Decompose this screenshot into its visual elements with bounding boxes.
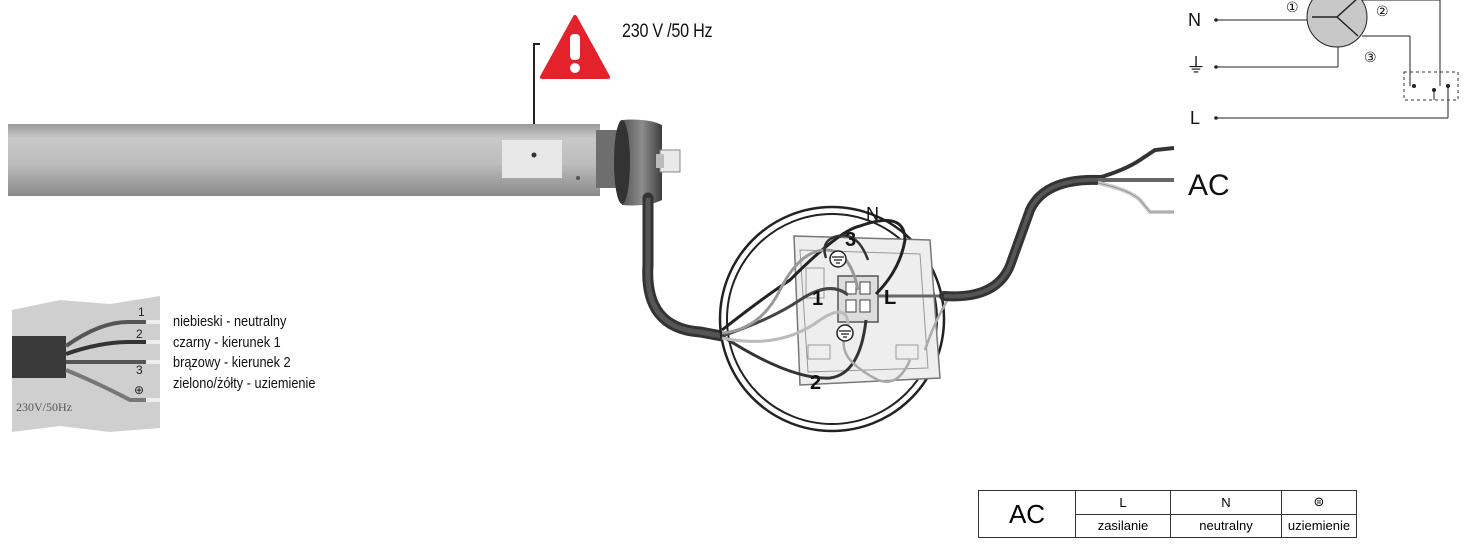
ac-table-value-earth: uziemienie [1281,513,1357,538]
earth-symbol-icon [836,324,854,342]
motor-label-plate [502,140,562,178]
ac-table-header-n: N [1170,490,1282,515]
wire-number-3: 3 [136,363,143,377]
ac-wire-ends [1097,146,1175,214]
cable-legend-image: 230V/50Hz 1 2 3 ⊕ [12,296,160,432]
legend-item: brązowy - kierunek 2 [173,354,291,371]
ac-table-value-n: neutralny [1170,513,1282,538]
wire-color-legend: niebieski - neutralny czarny - kierunek … [173,312,315,394]
switch-plate [793,235,941,386]
ac-table-header-earth: ⊜ [1281,490,1357,515]
wire-number-earth: ⊕ [134,383,144,397]
ac-table-title: AC [978,490,1076,538]
warning-triangle-icon [540,15,610,79]
voltage-warning-label: 230 V /50 Hz [622,21,713,42]
tubular-motor [8,119,681,206]
terminal-3-label: ③ [1364,50,1377,66]
motor-symbol-icon [1306,0,1368,48]
terminal-2-label: ② [1376,4,1389,20]
ac-connection-table: AC L N ⊜ zasilanie neutralny uziemienie [978,490,1357,538]
switch-label-l: L [884,287,896,309]
ac-table-value-l: zasilanie [1075,513,1171,538]
schematic-l-label: L [1190,108,1200,128]
wiring-schematic: N ⏚ L ① ② ③ [1186,0,1459,128]
switch-label-1: 1 [812,288,823,310]
switch-symbol [1403,71,1459,101]
switch-label-3: 3 [845,229,856,251]
earth-symbol-icon [829,250,847,268]
wire-number-2: 2 [136,327,143,341]
switch-label-2: 2 [810,372,821,394]
legend-item: czarny - kierunek 1 [173,333,281,351]
wire-number-1: 1 [138,305,145,319]
ac-label: AC [1188,169,1230,202]
ac-table-header-l: L [1075,490,1171,515]
schematic-earth-label: ⏚ [1186,53,1206,77]
terminal-1-label: ① [1286,0,1299,16]
switch-label-n: N [866,204,879,224]
switch-wiring-detail: N 3 1 L 2 [718,204,952,433]
plug-voltage-text: 230V/50Hz [16,400,72,414]
legend-item: zielono/żółty - uziemienie [173,374,316,392]
legend-item: niebieski - neutralny [173,313,287,330]
label-leader-line [533,43,540,155]
schematic-n-label: N [1188,10,1201,30]
